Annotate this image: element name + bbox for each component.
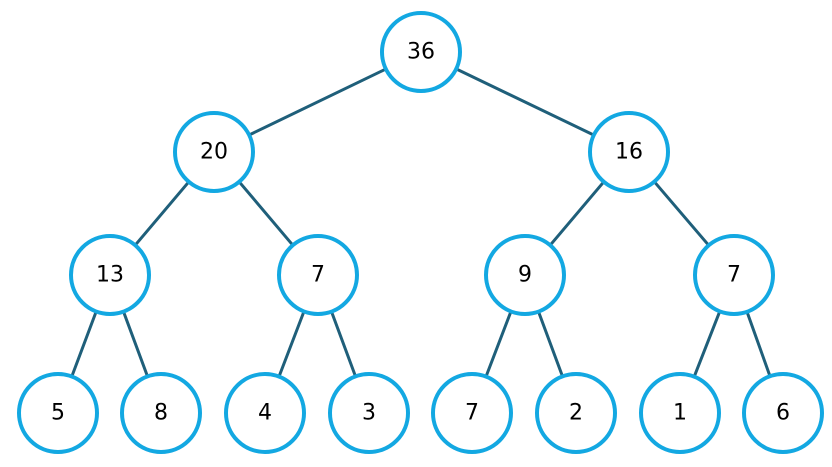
tree-node-circle [173, 111, 255, 193]
tree-node-label: 6 [776, 401, 790, 426]
tree-edge [537, 310, 564, 378]
tree-node-label: 7 [311, 263, 325, 288]
tree-node-label: 3 [362, 401, 376, 426]
tree-node-label: 4 [258, 401, 272, 426]
tree-node-circle [742, 372, 824, 454]
tree-node: 4 [224, 372, 306, 454]
tree-node-circle [69, 234, 151, 316]
tree-node-circle [484, 234, 566, 316]
tree-node: 7 [277, 234, 359, 316]
tree-node-label: 2 [569, 401, 583, 426]
tree-node-label: 16 [615, 140, 643, 165]
tree-node-label: 36 [407, 40, 435, 65]
tree-node: 3 [328, 372, 410, 454]
tree-edge [745, 310, 772, 378]
tree-node-label: 5 [51, 401, 65, 426]
tree-node-circle [224, 372, 306, 454]
tree-node: 6 [742, 372, 824, 454]
tree-node-label: 7 [465, 401, 479, 426]
tree-node-label: 9 [518, 263, 532, 288]
tree-node-circle [120, 372, 202, 454]
tree-node: 20 [173, 111, 255, 193]
tree-node-label: 20 [200, 140, 228, 165]
tree-edge [484, 309, 513, 379]
tree-node: 7 [431, 372, 513, 454]
tree-node-circle [588, 111, 670, 193]
tree-edge [237, 180, 295, 247]
tree-node: 2 [535, 372, 617, 454]
tree-node: 7 [693, 234, 775, 316]
tree-edge [454, 67, 596, 137]
tree-node: 8 [120, 372, 202, 454]
tree-node: 5 [17, 372, 99, 454]
tree-node: 13 [69, 234, 151, 316]
tree-node-circle [277, 234, 359, 316]
tree-edge [548, 180, 606, 247]
tree-node-label: 7 [727, 263, 741, 288]
tree-edge [247, 67, 388, 137]
tree-node-label: 8 [154, 401, 168, 426]
tree-node: 1 [639, 372, 721, 454]
tree-node-circle [380, 11, 462, 93]
tree-edge [133, 180, 191, 247]
tree-edges [70, 67, 772, 379]
tree-node-circle [639, 372, 721, 454]
tree-edge [122, 310, 149, 378]
tree-node-circle [535, 372, 617, 454]
tree-node-circle [431, 372, 513, 454]
tree-node-circle [328, 372, 410, 454]
tree-node: 36 [380, 11, 462, 93]
tree-node-circle [17, 372, 99, 454]
tree-node-circle [693, 234, 775, 316]
tree-node-label: 1 [673, 401, 687, 426]
tree-node: 16 [588, 111, 670, 193]
tree-edge [277, 309, 306, 379]
tree-edge [330, 310, 357, 378]
tree-node: 9 [484, 234, 566, 316]
tree-node-label: 13 [96, 263, 124, 288]
tree-edge [652, 180, 711, 247]
tree-edge [692, 309, 722, 379]
tree-edge [70, 310, 98, 378]
